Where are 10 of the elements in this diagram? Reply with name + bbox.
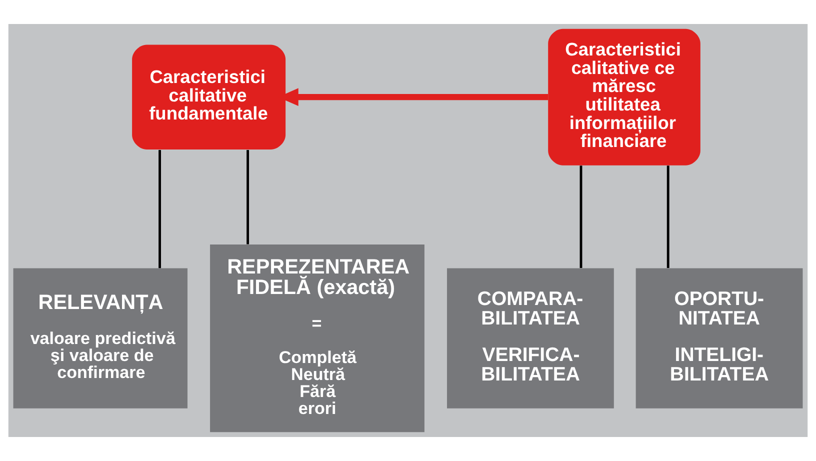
node-box: COMPARA- BILITATEA VERIFICA- BILITATEA — [446, 268, 614, 408]
connector — [158, 150, 161, 268]
connector — [246, 150, 250, 244]
node-box: REPREZENTAREA FIDELĂ (exactă) = Completă Neutră Fără erori — [210, 244, 424, 432]
connector — [580, 166, 582, 268]
connector — [666, 166, 670, 268]
node-box: OPORTU- NITATEA INTELIGI- BILITATEA — [636, 268, 803, 408]
node-box: RELEVANȚA valoare predictivă şi valoare de confirmare — [13, 268, 188, 408]
node-box: Caracteristici calitative ce măresc utilitatea informațiilor financiare — [548, 28, 700, 166]
node-box: Caracteristici calitative fundamentale — [132, 44, 286, 150]
